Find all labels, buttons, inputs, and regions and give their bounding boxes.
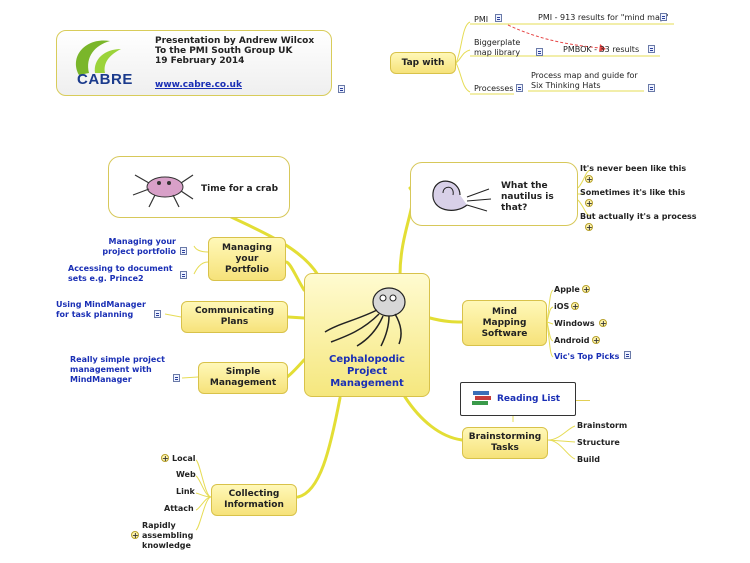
portfolio-child-2-note-icon[interactable] [180, 271, 187, 279]
pmi-note-icon[interactable] [495, 14, 502, 22]
books-icon [472, 391, 491, 405]
pmbok-note-icon[interactable] [648, 45, 655, 53]
tap-item-pmi[interactable]: PMI [474, 15, 489, 24]
crab-bubble[interactable]: Time for a crab [108, 156, 290, 218]
expand-icon[interactable]: + [161, 454, 169, 463]
software-label: Mind Mapping Software [481, 306, 528, 339]
software-child-apple[interactable]: Apple [554, 285, 580, 294]
central-topic[interactable]: Cephalopodic Project Management [304, 273, 430, 397]
simple-topic[interactable]: Simple Management [198, 362, 288, 394]
expand-icon[interactable]: + [571, 302, 579, 311]
portfolio-child-1[interactable]: Managing your project portfolio [102, 237, 176, 256]
pmi-results[interactable]: PMI - 913 results for "mind map" [538, 13, 669, 22]
plans-label: Communicating Plans [194, 306, 275, 327]
branch-simple [285, 358, 306, 379]
pmi-results-note-icon[interactable] [660, 13, 667, 21]
collect-topic[interactable]: Collecting Information [211, 484, 297, 516]
nautilus-child-3[interactable]: But actually it's a process [580, 212, 697, 221]
reading-list-label: Reading List [497, 394, 561, 404]
brainstorm-child-2[interactable]: Structure [577, 438, 620, 447]
expand-icon[interactable]: + [592, 336, 600, 345]
six-hats-note-icon[interactable] [648, 84, 655, 92]
brainstorm-label: Brainstorming Tasks [468, 432, 542, 453]
expand-icon[interactable]: + [585, 175, 593, 184]
nautilus-child-1[interactable]: It's never been like this [580, 164, 687, 173]
branch-brainstorm [403, 395, 464, 442]
portfolio-label: Managing your Portfolio [222, 242, 272, 275]
header-url-link[interactable]: www.cabre.co.uk [155, 80, 242, 90]
plans-topic[interactable]: Communicating Plans [181, 301, 288, 333]
crab-icon [132, 174, 194, 208]
logo-text: CABRE [77, 71, 133, 88]
software-child-ios[interactable]: iOS [554, 302, 570, 311]
software-child-top-picks[interactable]: Vic's Top Picks [554, 352, 620, 361]
portfolio-child-2[interactable]: Accessing to document sets e.g. Prince2 [68, 264, 173, 283]
six-hats-guide[interactable]: Process map and guide for Six Thinking H… [531, 71, 638, 90]
collect-child-link[interactable]: Link [176, 487, 195, 496]
central-label: Cephalopodic Project Management [329, 354, 405, 389]
software-topic[interactable]: Mind Mapping Software [462, 300, 547, 346]
expand-icon[interactable]: + [585, 199, 593, 208]
plans-child-note-icon[interactable] [154, 310, 161, 318]
collect-child-rapid[interactable]: Rapidly assembling knowledge [142, 521, 194, 550]
reading-list-box[interactable]: Reading List [460, 382, 576, 416]
collect-child-attach[interactable]: Attach [164, 504, 194, 513]
tap-with-topic[interactable]: Tap with [390, 52, 456, 74]
software-child-windows[interactable]: Windows [554, 319, 595, 328]
header-line-3: 19 February 2014 [155, 56, 245, 66]
crab-label: Time for a crab [201, 184, 279, 194]
expand-icon[interactable]: + [585, 223, 593, 232]
expand-icon[interactable]: + [599, 319, 607, 328]
brainstorm-topic[interactable]: Brainstorming Tasks [462, 427, 548, 459]
pmbok-results[interactable]: PMBOK - 33 results [563, 45, 640, 54]
header-note-icon[interactable] [338, 85, 345, 93]
tap-item-biggerplate[interactable]: Biggerplate map library [474, 38, 521, 57]
branch-portfolio [284, 260, 306, 292]
collect-child-local[interactable]: Local [172, 454, 196, 463]
nautilus-label: What the nautilus is that? [501, 181, 554, 213]
software-child-android[interactable]: Android [554, 336, 590, 345]
branch-software [428, 316, 464, 324]
brainstorm-child-3[interactable]: Build [577, 455, 601, 464]
expand-icon[interactable]: + [131, 531, 139, 540]
tap-item-processes[interactable]: Processes [474, 84, 514, 93]
portfolio-topic[interactable]: Managing your Portfolio [208, 237, 286, 281]
squid-icon [324, 287, 406, 347]
header-box: CABRE Presentation by Andrew Wilcox To t… [56, 30, 332, 96]
simple-child-note-icon[interactable] [173, 374, 180, 382]
processes-note-icon[interactable] [516, 84, 523, 92]
collect-label: Collecting Information [224, 489, 284, 510]
nautilus-child-2[interactable]: Sometimes it's like this [580, 188, 686, 197]
biggerplate-note-icon[interactable] [536, 48, 543, 56]
collect-child-web[interactable]: Web [176, 470, 196, 479]
simple-label: Simple Management [209, 367, 277, 388]
expand-icon[interactable]: + [582, 285, 590, 294]
cabre-logo-icon [75, 40, 121, 75]
branch-collect [296, 396, 342, 499]
tap-with-label: Tap with [401, 57, 445, 68]
header-line-1: Presentation by Andrew Wilcox [155, 36, 315, 46]
nautilus-bubble[interactable]: What the nautilus is that? [410, 162, 578, 226]
cabre-logo: CABRE [65, 37, 135, 91]
brainstorm-child-1[interactable]: Brainstorm [577, 421, 628, 430]
header-line-2: To the PMI South Group UK [155, 46, 293, 56]
plans-child-1[interactable]: Using MindManager for task planning [56, 300, 146, 319]
simple-child-1[interactable]: Really simple project management with Mi… [70, 355, 165, 384]
branch-plans [286, 315, 306, 320]
nautilus-icon [432, 180, 492, 212]
top-picks-note-icon[interactable] [624, 351, 631, 359]
portfolio-child-1-note-icon[interactable] [180, 247, 187, 255]
